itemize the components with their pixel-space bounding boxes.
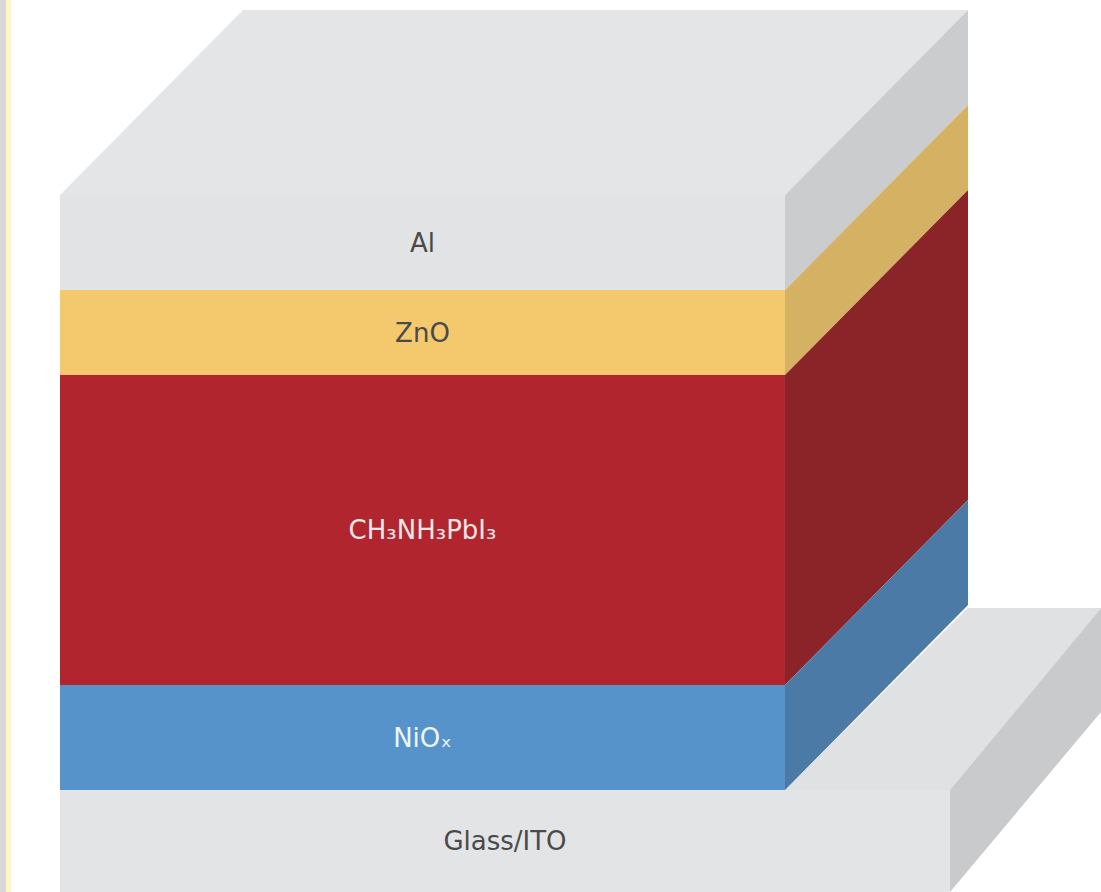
layer-label: ZnO <box>395 318 450 348</box>
glass-side-face <box>950 608 1101 892</box>
layer-label: Glass/ITO <box>443 826 566 856</box>
edge-strip <box>0 0 6 892</box>
layer-label: Al <box>410 228 435 258</box>
absorber-layer: CH₃NH₃PbI₃ <box>60 375 785 685</box>
edge-strip <box>6 0 11 892</box>
hole-transport-layer: NiOₓ <box>60 685 785 790</box>
layer-label: NiOₓ <box>393 723 452 753</box>
substrate-layer: Glass/ITO <box>60 790 950 892</box>
electrode-layer: Al <box>60 195 785 290</box>
electron-transport-layer: ZnO <box>60 290 785 375</box>
niox-side-face <box>785 500 968 790</box>
layer-label: CH₃NH₃PbI₃ <box>349 515 497 545</box>
